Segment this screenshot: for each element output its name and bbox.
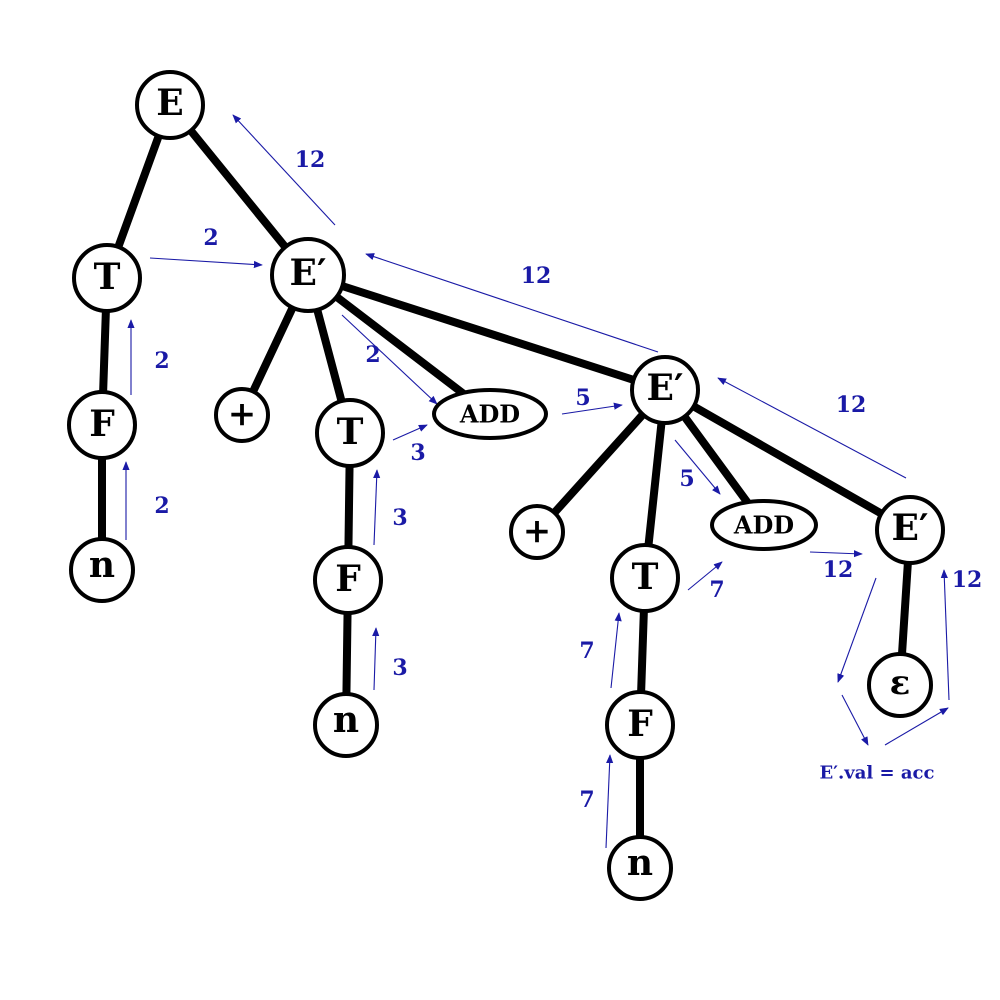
node-F-middle: F <box>313 545 383 615</box>
tree-edges <box>98 101 914 872</box>
node-E: E <box>135 70 205 140</box>
node-F-left-label: F <box>89 403 115 445</box>
node-Eprime-1: E′ <box>270 237 346 313</box>
node-epsilon-label: ε <box>890 663 911 703</box>
node-T-left-label: T <box>94 256 121 298</box>
node-Eprime-1-label: E′ <box>290 252 327 294</box>
flow-label-F1-T1: 2 <box>154 348 169 374</box>
edge-Eprime2-Eprime3 <box>661 386 914 534</box>
flow-label-Eprime3-Eprime2: 12 <box>836 392 867 418</box>
node-plus-1: + <box>214 387 270 443</box>
edge-Eprime1-ADD <box>304 271 494 418</box>
node-n-left-label: n <box>89 544 115 586</box>
node-n-middle: n <box>313 692 379 758</box>
flow-label-n1-F1: 2 <box>154 493 169 519</box>
node-F-left: F <box>67 390 137 460</box>
flow-label-ADD2-Eprime3: 12 <box>823 557 854 583</box>
node-E-label: E <box>156 82 183 124</box>
flow-label-T3-ADD2: 7 <box>709 577 724 603</box>
flow-label-T1-Eprime1: 2 <box>203 225 218 251</box>
flow-label-Eprime1-ADD1: 2 <box>365 342 380 368</box>
arrow-from-note-right <box>884 707 949 746</box>
flow-label-F3-T3: 7 <box>579 638 594 664</box>
node-Eprime-2-label: E′ <box>647 367 684 409</box>
arrow-T3-to-ADD2 <box>687 561 723 591</box>
arrow-ADD2-to-Eprime3 <box>809 550 863 558</box>
arrow-Eprime2-to-ADD2 <box>674 439 721 495</box>
arrow-Eprime2-to-Eprime1 <box>365 253 659 353</box>
arrow-T2-to-ADD1 <box>392 424 428 441</box>
node-ADD-2: ADD <box>710 499 818 551</box>
flow-label-ADD1-Eprime2: 5 <box>575 385 590 411</box>
arrow-to-note-left <box>841 694 869 746</box>
node-T-right-label: T <box>632 556 659 598</box>
node-Eprime-2: E′ <box>630 355 700 425</box>
node-epsilon: ε <box>867 652 933 718</box>
node-n-right-label: n <box>627 842 653 884</box>
flow-label-Eprime2-Eprime1: 12 <box>521 263 552 289</box>
node-F-right: F <box>605 690 675 760</box>
node-ADD-1: ADD <box>432 388 548 440</box>
arrow-Eprime3-down <box>837 577 877 683</box>
node-ADD-2-label: ADD <box>733 511 794 540</box>
node-n-right: n <box>607 835 673 901</box>
arrow-ADD1-to-Eprime2 <box>561 402 623 415</box>
node-n-left: n <box>69 537 135 603</box>
node-Eprime-3: E′ <box>875 495 945 565</box>
arrow-Eprime1-to-E <box>232 114 336 226</box>
node-n-middle-label: n <box>333 699 359 741</box>
tree-nodes: E T F n E′ + T F <box>67 70 945 901</box>
edge-Eprime1-Eprime2 <box>304 271 669 394</box>
node-plus-2-label: + <box>523 511 552 551</box>
flow-label-T2-ADD1: 3 <box>410 440 425 466</box>
node-T-right: T <box>610 543 680 613</box>
flow-label-note-Eprime3: 12 <box>952 567 983 593</box>
node-ADD-1-label: ADD <box>459 400 520 429</box>
flow-labels: 2 2 2 12 2 3 3 3 5 12 5 7 7 7 12 12 12 <box>154 147 982 813</box>
flow-arrows <box>122 114 950 849</box>
node-T-middle-label: T <box>337 411 364 453</box>
node-plus-1-label: + <box>228 394 257 434</box>
node-Eprime-3-label: E′ <box>892 507 929 549</box>
arrow-n3-to-F3 <box>605 754 614 849</box>
node-F-middle-label: F <box>335 558 361 600</box>
flow-label-n3-F3: 7 <box>579 787 594 813</box>
arrow-F3-to-T3 <box>610 612 622 689</box>
node-plus-2: + <box>509 504 565 560</box>
arrow-n2-to-F2 <box>372 627 380 691</box>
arrow-Eprime3-to-Eprime2 <box>717 377 907 479</box>
flow-label-n2-F2: 3 <box>392 655 407 681</box>
flow-label-Eprime2-ADD2: 5 <box>679 466 694 492</box>
attribute-note: E′.val = acc <box>820 763 935 784</box>
arrow-F2-to-T2 <box>373 469 381 546</box>
node-T-middle: T <box>315 398 385 468</box>
arrow-up-to-Eprime3 <box>940 569 950 701</box>
node-F-right-label: F <box>627 703 653 745</box>
arrow-Eprime1-to-ADD1 <box>341 314 438 405</box>
flow-label-Eprime1-E: 12 <box>295 147 326 173</box>
node-T-left: T <box>72 243 142 313</box>
flow-label-F2-T2: 3 <box>392 505 407 531</box>
arrow-T1-to-Eprime1 <box>149 257 263 269</box>
